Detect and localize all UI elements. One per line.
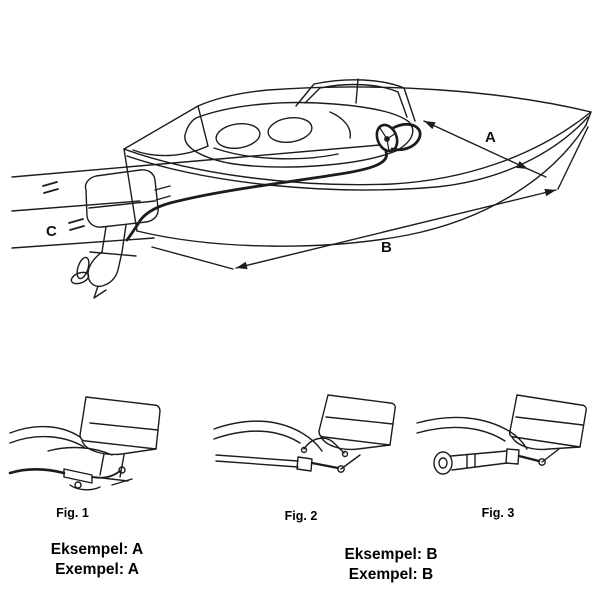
fig3-cable [433, 448, 560, 475]
dim-label-b: B [381, 239, 392, 256]
extension-lines-left [11, 144, 381, 249]
propeller-icon [76, 256, 90, 280]
steering-wheel-icon [375, 123, 399, 153]
example-b-block: Eksempel: B Exempel: B [315, 545, 467, 585]
outboard-motor [70, 169, 171, 299]
fig1-caption: Fig. 1 [56, 506, 89, 520]
steering-cable [125, 122, 422, 242]
example-a-block: Eksempel: A Exempel: A [22, 540, 172, 580]
fig2-motor [318, 394, 396, 451]
boat-measurement-diagram: A B C [11, 78, 592, 299]
fig1-drawing [8, 396, 161, 491]
example-b-line2: Exempel: B [348, 566, 434, 583]
boat-hull [123, 86, 592, 247]
fig2-cable [215, 437, 361, 473]
fig2-transom [213, 420, 323, 452]
fig2-caption: Fig. 2 [284, 509, 318, 523]
fig3-drawing [416, 394, 587, 475]
example-a-line1: Eksempel: A [50, 541, 144, 558]
dimension-line-b [151, 126, 589, 270]
dim-label-c: C [46, 223, 57, 240]
dim-label-a: A [485, 129, 496, 146]
fig2-drawing [213, 394, 396, 473]
dimension-ticks-c [42, 181, 85, 231]
fig3-caption: Fig. 3 [481, 506, 515, 520]
example-b-line1: Eksempel: B [344, 546, 438, 563]
fig3-motor [508, 394, 587, 451]
fig1-transom [9, 425, 113, 456]
fig1-cable [8, 466, 133, 491]
example-a-line2: Exempel: A [55, 561, 139, 578]
cockpit [184, 101, 414, 168]
dimension-line-a [423, 120, 547, 178]
windshield [295, 78, 416, 122]
fig3-transom [416, 416, 528, 450]
